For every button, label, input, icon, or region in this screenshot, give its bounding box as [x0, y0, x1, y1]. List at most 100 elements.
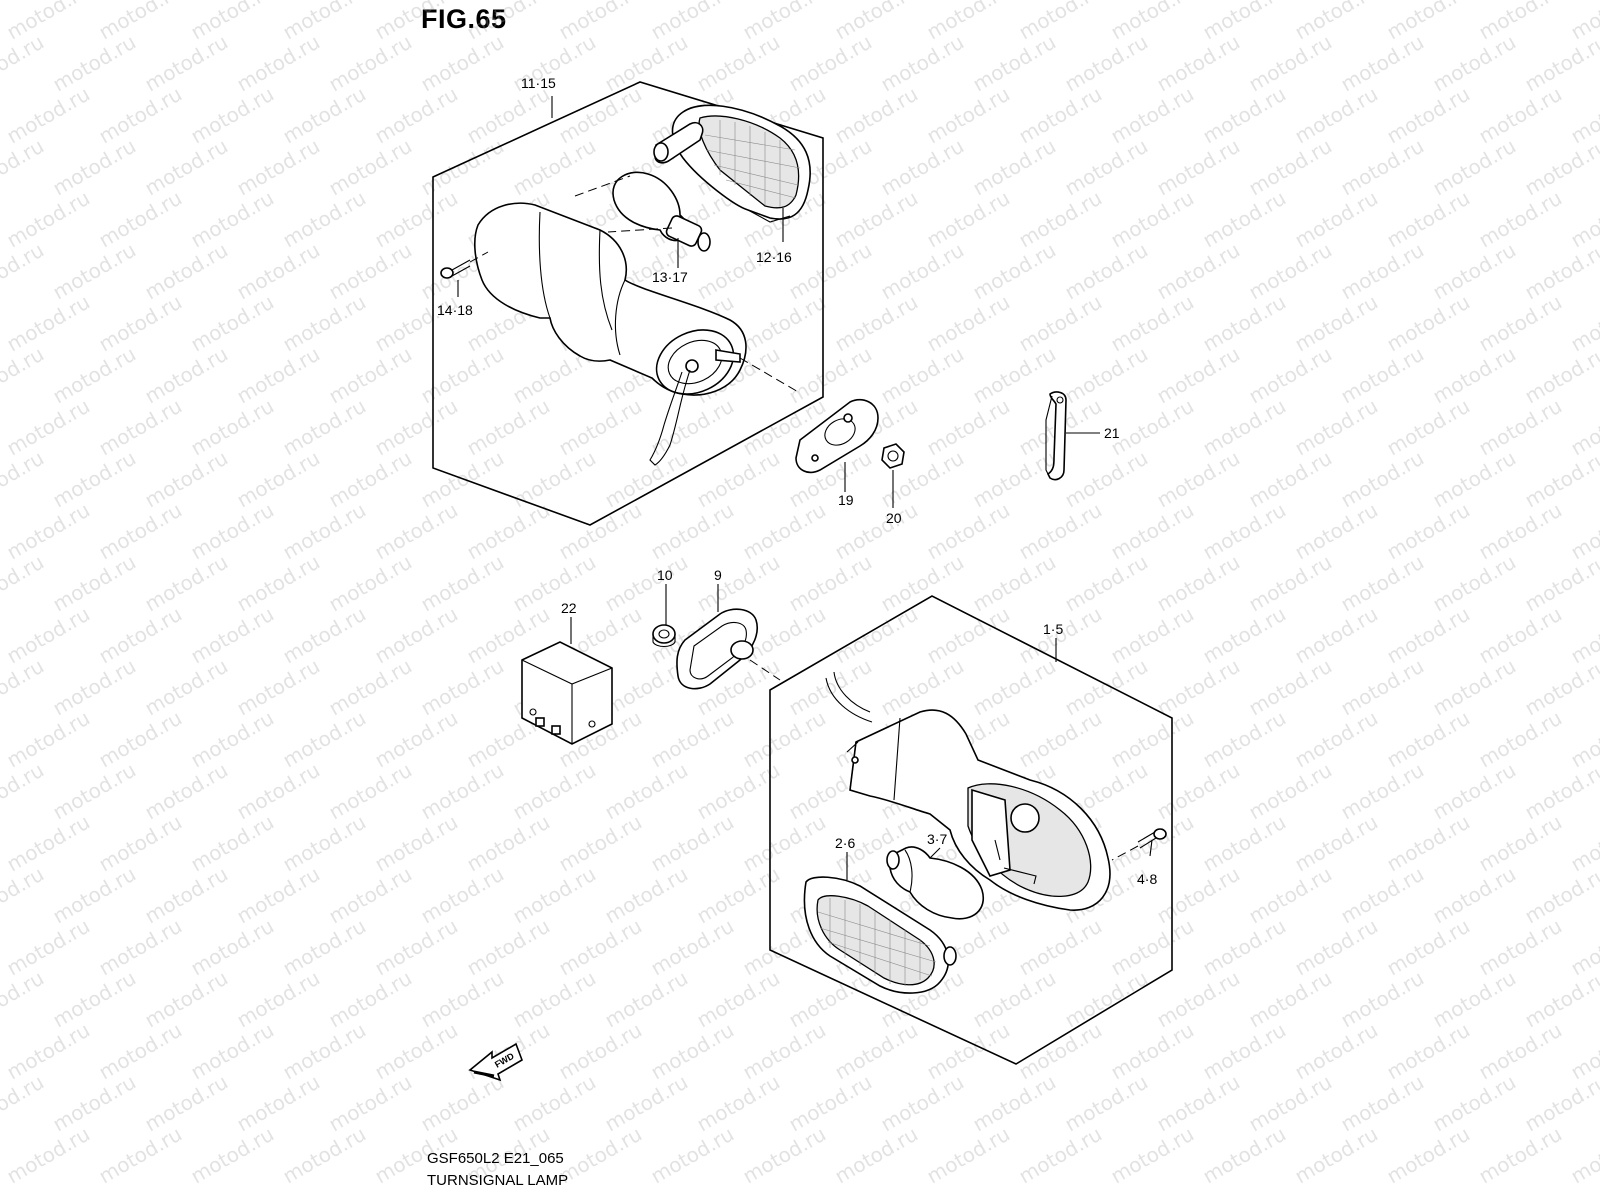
watermark-text: motod.ru	[1245, 862, 1336, 929]
watermark-text: motod.ru	[601, 862, 692, 929]
watermark-text: motod.ru	[1107, 394, 1198, 461]
watermark-text: motod.ru	[371, 602, 462, 669]
watermark-text: motod.ru	[969, 1070, 1060, 1137]
watermark-text: motod.ru	[1061, 966, 1152, 1033]
watermark-text: motod.ru	[923, 1122, 1014, 1189]
watermark-text: motod.ru	[279, 1018, 370, 1085]
watermark-text: motod.ru	[1291, 498, 1382, 565]
watermark-text: motod.ru	[233, 966, 324, 1033]
watermark-text: motod.ru	[371, 1018, 462, 1085]
watermark-text: motod.ru	[1475, 914, 1566, 981]
watermark-text: motod.ru	[49, 342, 140, 409]
relay-22	[521, 641, 613, 745]
watermark-text: motod.ru	[1199, 82, 1290, 149]
watermark-text: motod.ru	[647, 1018, 738, 1085]
watermark-text: motod.ru	[233, 550, 324, 617]
watermark-text: motod.ru	[1061, 654, 1152, 721]
watermark-text: motod.ru	[279, 82, 370, 149]
watermark-text: motod.ru	[95, 498, 186, 565]
watermark-text: motod.ru	[1337, 446, 1428, 513]
watermark-text: motod.ru	[1337, 966, 1428, 1033]
watermark-text: motod.ru	[463, 914, 554, 981]
watermark-text: motod.ru	[1383, 810, 1474, 877]
label-rear-assembly: 1·5	[1043, 621, 1063, 637]
watermark-text: motod.ru	[279, 186, 370, 253]
watermark-text: motod.ru	[279, 810, 370, 877]
watermark-text: motod.ru	[371, 498, 462, 565]
watermark-text: motod.ru	[1015, 0, 1106, 44]
watermark-text: motod.ru	[1015, 1018, 1106, 1085]
watermark-text: motod.ru	[601, 1070, 692, 1137]
watermark-text: motod.ru	[785, 238, 876, 305]
watermark-text: motod.ru	[141, 550, 232, 617]
watermark-text: motod.ru	[1521, 134, 1600, 201]
watermark-text: motod.ru	[325, 134, 416, 201]
watermark-text: motod.ru	[1429, 446, 1520, 513]
watermark-text: motod.ru	[1245, 446, 1336, 513]
front-bulb	[574, 171, 711, 252]
label-rear-screw: 4·8	[1137, 871, 1157, 887]
watermark-text: motod.ru	[1337, 1070, 1428, 1137]
watermark-text: motod.ru	[1153, 654, 1244, 721]
watermark-text: motod.ru	[1245, 758, 1336, 825]
watermark-text: motod.ru	[1153, 446, 1244, 513]
watermark-text: motod.ru	[141, 30, 232, 97]
watermark-text: motod.ru	[1015, 186, 1106, 253]
watermark-text: motod.ru	[647, 0, 738, 44]
watermark-text: motod.ru	[1245, 30, 1336, 97]
watermark-text: motod.ru	[95, 706, 186, 773]
watermark-text: motod.ru	[969, 654, 1060, 721]
watermark-text: motod.ru	[647, 498, 738, 565]
watermark-text: motod.ru	[739, 290, 830, 357]
bracket-21	[1045, 391, 1067, 481]
watermark-text: motod.ru	[279, 1122, 370, 1189]
watermark-text: motod.ru	[1337, 862, 1428, 929]
watermark-text: motod.ru	[1061, 550, 1152, 617]
watermark-text: motod.ru	[1337, 134, 1428, 201]
watermark-text: motod.ru	[1383, 0, 1474, 44]
watermark-text: motod.ru	[0, 862, 48, 929]
watermark-text: motod.ru	[969, 550, 1060, 617]
watermark-text: motod.ru	[1521, 758, 1600, 825]
watermark-text: motod.ru	[279, 706, 370, 773]
watermark-text: motod.ru	[233, 446, 324, 513]
watermark-text: motod.ru	[1291, 1122, 1382, 1189]
watermark-text: motod.ru	[1199, 706, 1290, 773]
watermark-text: motod.ru	[1153, 862, 1244, 929]
watermark-text: motod.ru	[0, 654, 48, 721]
watermark-text: motod.ru	[831, 290, 922, 357]
watermark-text: motod.ru	[647, 914, 738, 981]
watermark-text: motod.ru	[325, 238, 416, 305]
watermark-text: motod.ru	[739, 0, 830, 44]
watermark-text: motod.ru	[141, 446, 232, 513]
watermark-text: motod.ru	[1475, 602, 1566, 669]
watermark-text: motod.ru	[1383, 394, 1474, 461]
watermark-text: motod.ru	[693, 446, 784, 513]
watermark-text: motod.ru	[1245, 342, 1336, 409]
watermark-text: motod.ru	[831, 186, 922, 253]
watermark-text: motod.ru	[693, 550, 784, 617]
watermark-text: motod.ru	[1383, 602, 1474, 669]
watermark-text: motod.ru	[1107, 498, 1198, 565]
watermark-text: motod.ru	[325, 446, 416, 513]
watermark-text: motod.ru	[647, 706, 738, 773]
watermark-text: motod.ru	[923, 602, 1014, 669]
watermark-text: motod.ru	[187, 810, 278, 877]
label-nut-10: 10	[657, 567, 673, 583]
watermark-text: motod.ru	[417, 654, 508, 721]
watermark-text: motod.ru	[1383, 186, 1474, 253]
watermark-text: motod.ru	[141, 1070, 232, 1137]
watermark-text: motod.ru	[141, 238, 232, 305]
watermark-text: motod.ru	[1475, 706, 1566, 773]
watermark-text: motod.ru	[95, 1018, 186, 1085]
watermark-text: motod.ru	[3, 1018, 94, 1085]
watermark-text: motod.ru	[785, 342, 876, 409]
watermark-text: motod.ru	[95, 290, 186, 357]
watermark-text: motod.ru	[1383, 498, 1474, 565]
label-rear-bulb: 3·7	[927, 831, 947, 847]
watermark-text: motod.ru	[1475, 186, 1566, 253]
watermark-text: motod.ru	[187, 290, 278, 357]
watermark-text: motod.ru	[923, 394, 1014, 461]
watermark-text: motod.ru	[0, 238, 48, 305]
watermark-text: motod.ru	[1199, 602, 1290, 669]
